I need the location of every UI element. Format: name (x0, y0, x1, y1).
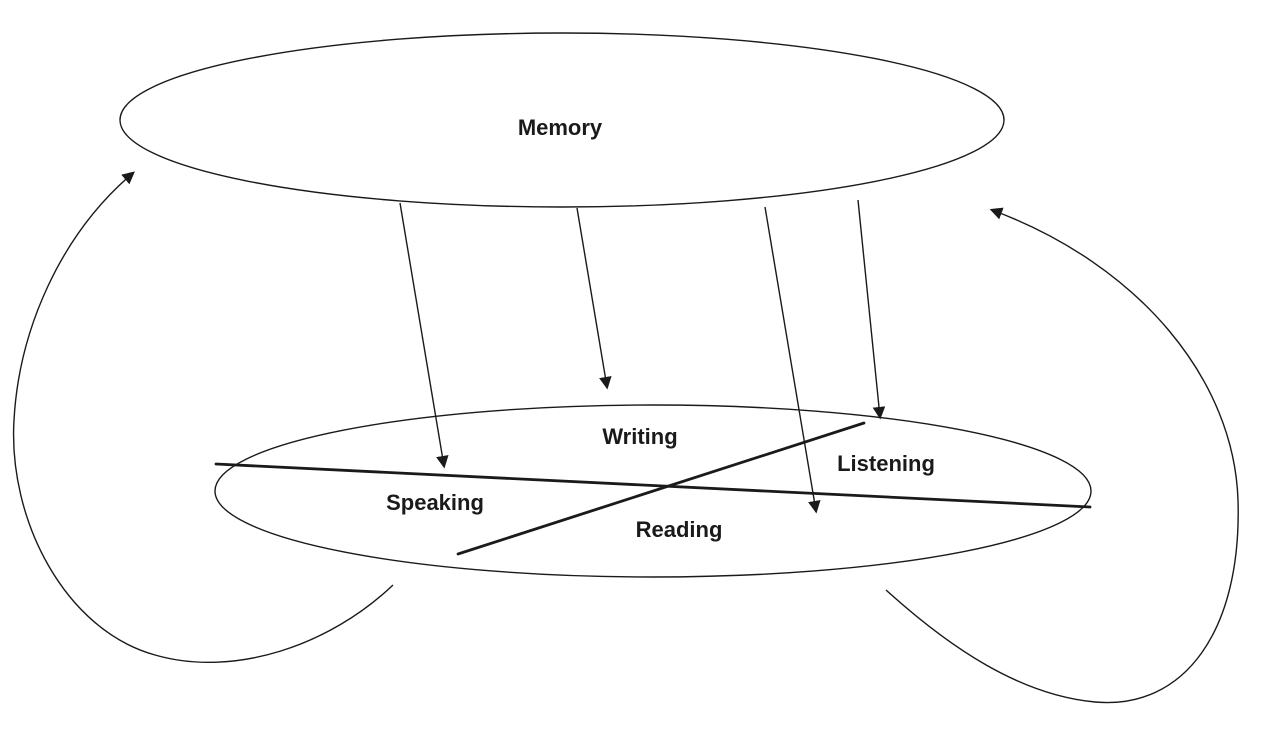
skills-divider-diagonal (456, 421, 866, 556)
arrow-memory-to-listening (857, 199, 886, 420)
feedback-loop-left (12, 171, 394, 664)
listening-label: Listening (837, 451, 935, 476)
arrow-memory-to-speaking (399, 202, 449, 469)
arrow-memory-to-writing (576, 207, 612, 390)
speaking-label: Speaking (386, 490, 484, 515)
memory-ellipse (119, 32, 1005, 208)
skills-ellipse (214, 404, 1092, 578)
arrow-memory-to-reading (764, 206, 821, 514)
reading-label: Reading (636, 517, 723, 542)
writing-label: Writing (602, 424, 677, 449)
memory-label: Memory (518, 115, 603, 140)
feedback-loop-right (885, 207, 1239, 704)
skills-divider-horizontal (214, 462, 1092, 509)
